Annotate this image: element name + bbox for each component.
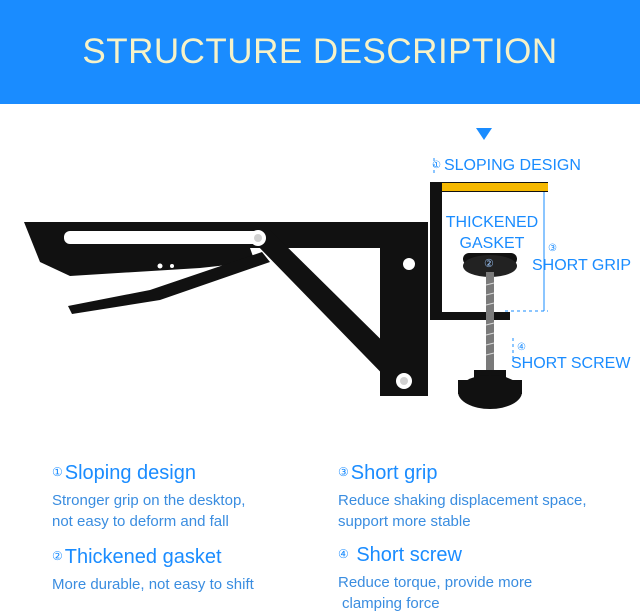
c-clamp	[430, 182, 548, 320]
page-title: STRUCTURE DESCRIPTION	[82, 32, 558, 71]
bracket-illustration	[24, 128, 548, 409]
diagonal-brace	[252, 230, 416, 390]
gasket-marker: ②	[484, 258, 494, 270]
callout-short-screw: ④ SHORT SCREW	[511, 342, 631, 372]
callout-thickened-gasket: THICKENED GASKET	[445, 214, 539, 252]
arm-slot	[64, 231, 260, 244]
support-plate	[380, 222, 428, 396]
header-banner: STRUCTURE DESCRIPTION	[0, 0, 640, 104]
callout-short-grip: ③ SHORT GRIP	[532, 243, 631, 274]
down-arrow-icon	[476, 128, 492, 140]
lever	[68, 252, 270, 314]
feature-short-screw: ④ Short screw Reduce torque, provide mor…	[338, 544, 533, 612]
sloping-pad	[442, 183, 548, 191]
